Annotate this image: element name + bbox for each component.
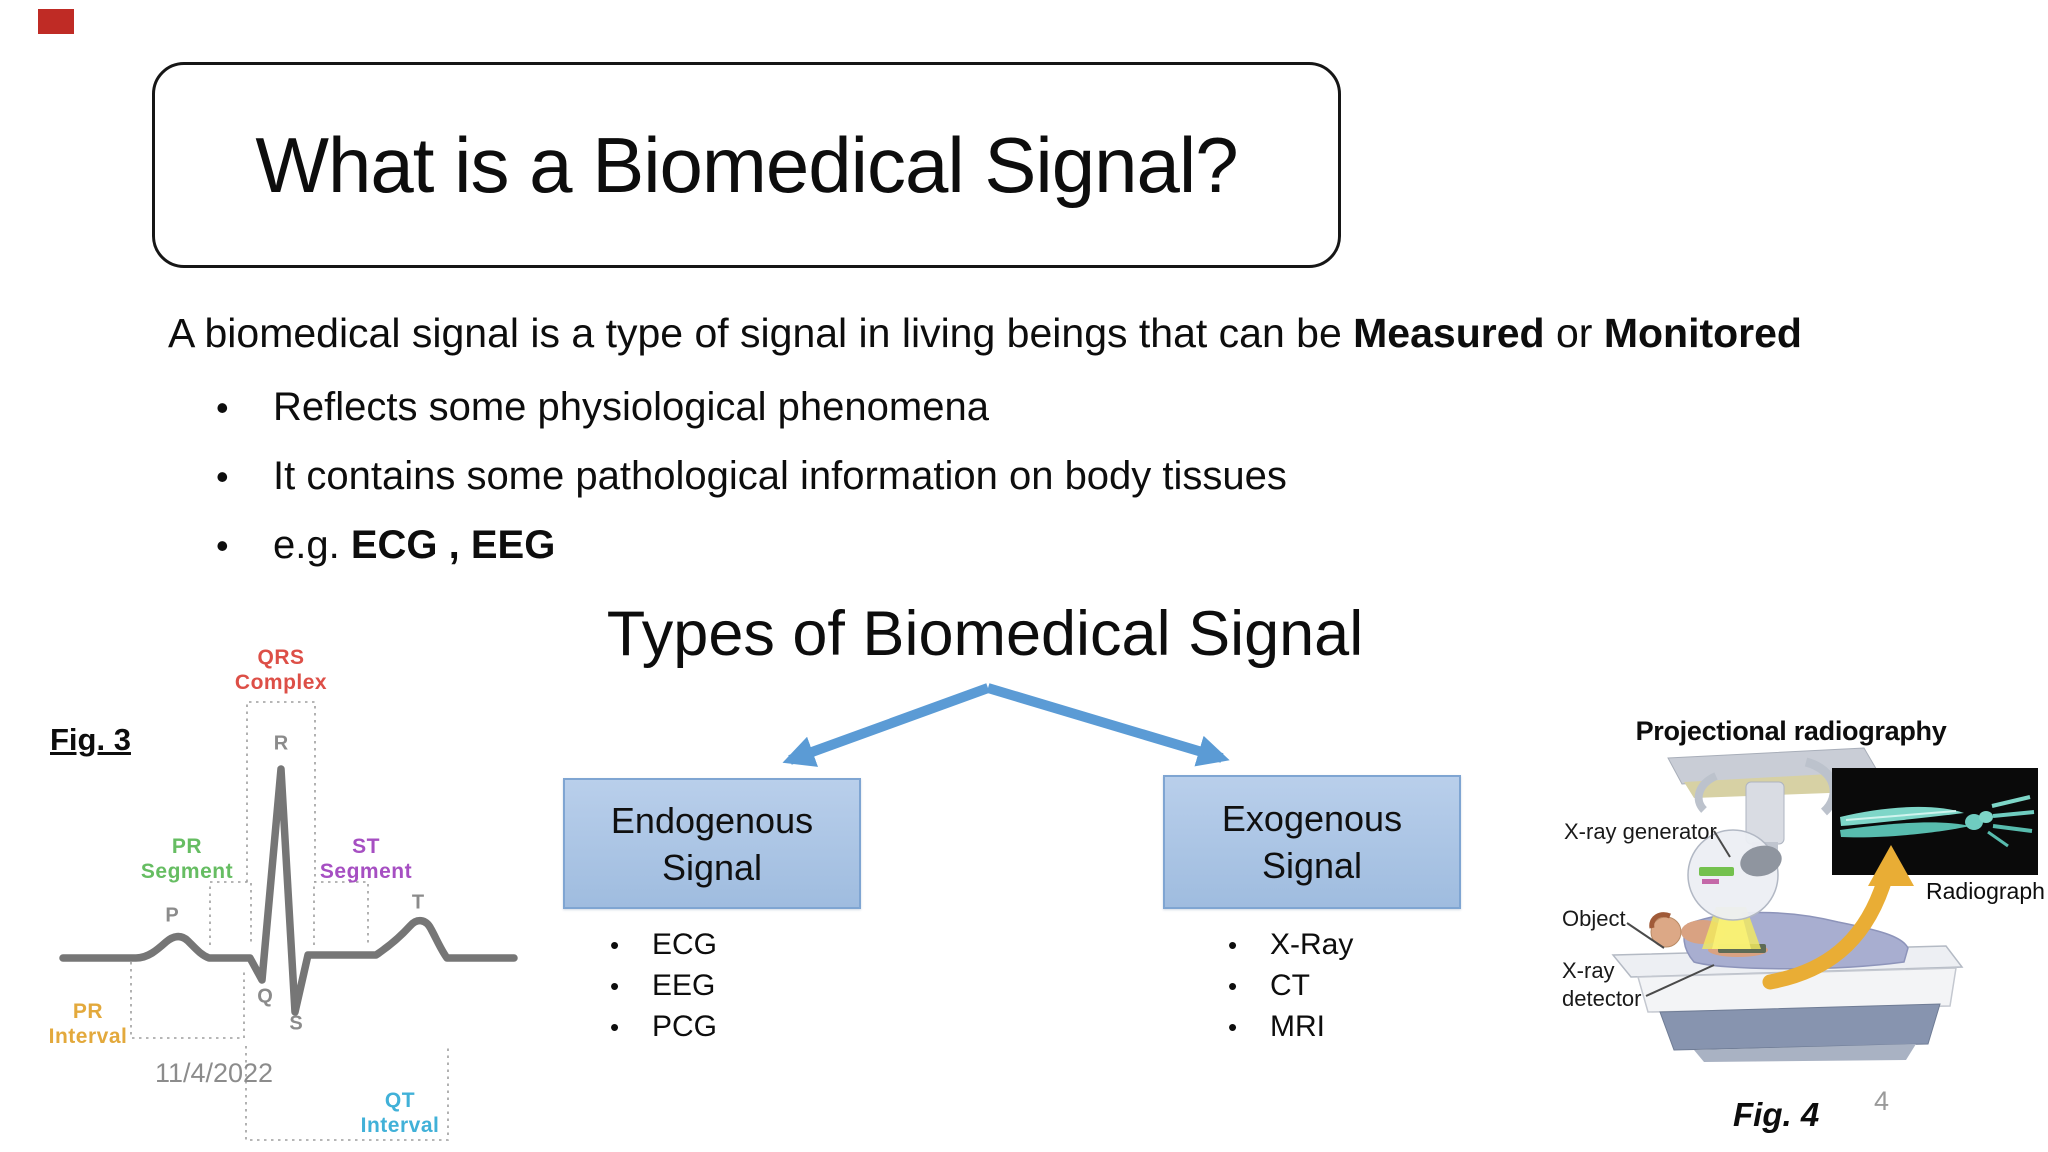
pointer-line-object: [1626, 922, 1665, 949]
list-item-text: PCG: [652, 1010, 718, 1043]
generator-pink-bar: [1702, 879, 1719, 884]
intro-text-start: A biomedical signal is a type of signal …: [168, 310, 1354, 356]
radiograph-finger: [1992, 824, 2033, 833]
pr-segment-dotted-box: [209, 881, 252, 945]
list-item: • CT: [1228, 969, 1353, 1010]
object-label: Object: [1562, 906, 1626, 931]
radiograph-finger: [1991, 795, 2031, 808]
intro-text-mid: or: [1544, 310, 1604, 356]
endogenous-box-line2: Signal: [661, 846, 763, 888]
endogenous-box-line1: Endogenous: [610, 799, 814, 841]
list-item-text: MRI: [1270, 1010, 1325, 1043]
wave-letter-s: S: [289, 1012, 303, 1035]
table-pedestal: [1659, 1003, 1941, 1051]
bullet-marker: •: [610, 971, 620, 1001]
generator-green-bar: [1699, 867, 1734, 876]
pr-interval-label: PR Interval: [48, 1000, 128, 1048]
mount-arm-left: [1694, 772, 1718, 813]
radiograph-bone-2: [1840, 822, 1970, 838]
patient-hair: [1649, 912, 1671, 929]
table-base: [1694, 1044, 1916, 1062]
list-item: • EEG: [610, 969, 717, 1010]
pr-segment-label: PR Segment: [140, 835, 234, 883]
bullet-eg-bold: ECG , EEG: [350, 523, 556, 567]
exogenous-item-list: • X-Ray • CT • MRI: [1228, 928, 1353, 1051]
xray-detector-label: X-ray detector: [1562, 958, 1642, 1011]
st-segment-dotted-box: [313, 881, 369, 945]
bullet-eg-prefix: e.g.: [273, 523, 351, 567]
qt-interval-label: QT Interval: [360, 1089, 440, 1137]
pointer-line-generator: [1713, 830, 1731, 858]
list-item: • PCG: [610, 1010, 717, 1051]
xray-machine-illustration: [1611, 747, 2038, 1062]
radiograph-image: [1832, 768, 2038, 875]
ecg-dotted-boxes: [130, 701, 449, 1141]
corner-red-mark: [38, 9, 74, 34]
list-item-text: ECG: [652, 928, 718, 961]
bullet-text: It contains some pathological informatio…: [273, 454, 1287, 498]
qrs-dotted-box: [246, 701, 316, 882]
page-number: 4: [1874, 1086, 1890, 1116]
list-item: • MRI: [1228, 1010, 1353, 1051]
bullet-marker: •: [216, 387, 229, 428]
wave-letter-t: T: [411, 891, 425, 914]
ecg-figure: [59, 701, 518, 1141]
radiograph-thumb: [1987, 830, 2009, 848]
bullet-marker: •: [1228, 971, 1238, 1001]
st-segment-label: ST Segment: [319, 835, 413, 883]
generator-cap: [1740, 845, 1782, 877]
wave-letter-r: R: [273, 732, 289, 755]
bullet-item: • Reflects some physiological phenomena: [216, 385, 1616, 454]
bullet-marker: •: [610, 1012, 620, 1042]
xray-generator-label: X-ray generator: [1564, 819, 1717, 844]
orange-transfer-arrow: [1762, 845, 1914, 990]
qrs-complex-label: QRS Complex: [234, 646, 328, 694]
bullet-item: • It contains some pathological informat…: [216, 454, 1616, 523]
intro-bold-measured: Measured: [1353, 310, 1545, 356]
exogenous-box-line1: Exogenous: [1221, 798, 1403, 839]
radiograph-highlight: [1845, 810, 1957, 821]
endogenous-signal-box: Endogenous Signal: [563, 778, 861, 909]
fig3-caption: Fig. 3: [50, 722, 131, 757]
exam-table-slab: [1637, 967, 1957, 1013]
radiograph-bone-1: [1840, 806, 1964, 826]
slide-date: 11/4/2022: [154, 1058, 274, 1088]
section-heading-types: Types of Biomedical Signal: [606, 599, 1364, 669]
radiograph-finger: [1992, 810, 2035, 818]
intro-bold-monitored: Monitored: [1603, 310, 1802, 356]
pointer-line-detector: [1645, 964, 1715, 997]
ecg-trace: [59, 765, 518, 1016]
pr-interval-dotted-box: [130, 962, 245, 1039]
intro-paragraph: A biomedical signal is a type of signal …: [168, 306, 2040, 360]
list-item: • ECG: [610, 928, 717, 969]
qt-interval-dotted-box: [245, 1046, 449, 1141]
fig4-caption: Fig. 4: [1733, 1096, 1820, 1133]
list-item-text: CT: [1270, 969, 1310, 1002]
slide-title: What is a Biomedical Signal?: [255, 120, 1238, 209]
list-item-text: EEG: [652, 969, 716, 1002]
bullet-item: • e.g. ECG , EEG: [216, 523, 1616, 592]
list-item-text: X-Ray: [1270, 928, 1354, 961]
exogenous-signal-box: Exogenous Signal: [1163, 775, 1461, 909]
wave-letter-q: Q: [257, 985, 273, 1008]
intro-bullet-list: • Reflects some physiological phenomena …: [216, 385, 1616, 592]
bullet-marker: •: [1228, 1012, 1238, 1042]
bullet-marker: •: [1228, 930, 1238, 960]
branch-arrows: [782, 683, 1230, 767]
wave-letter-p: P: [165, 904, 179, 927]
bullet-text: Reflects some physiological phenomena: [273, 385, 989, 429]
list-item: • X-Ray: [1228, 928, 1353, 969]
right-branch-arrow: [986, 683, 1230, 767]
radiograph-label: Radiograph: [1926, 878, 2045, 904]
exogenous-box-line2: Signal: [1261, 845, 1363, 886]
slide-title-box: What is a Biomedical Signal?: [152, 62, 1341, 268]
bullet-marker: •: [610, 930, 620, 960]
bullet-marker: •: [216, 456, 229, 497]
left-branch-arrow: [782, 683, 990, 767]
bullet-marker: •: [216, 525, 229, 566]
radiography-title: Projectional radiography: [1635, 716, 1947, 746]
bullet-text: e.g. ECG , EEG: [273, 523, 555, 568]
endogenous-item-list: • ECG • EEG • PCG: [610, 928, 717, 1051]
